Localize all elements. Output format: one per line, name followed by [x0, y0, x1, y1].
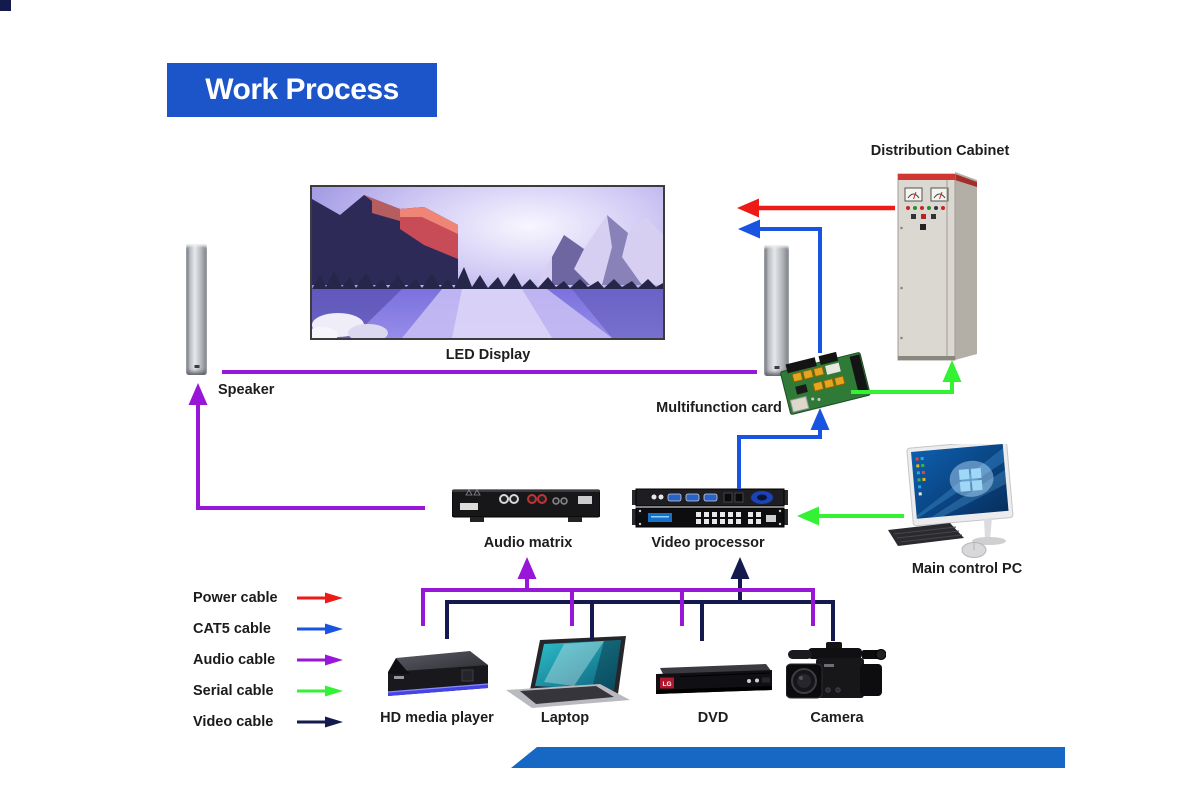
multifunction-card-label: Multifunction card — [656, 400, 782, 416]
video-processor-image — [632, 487, 788, 536]
distribution-cabinet-image — [895, 168, 980, 367]
speaker-left-image — [186, 244, 207, 375]
led-display-image — [306, 185, 665, 343]
windows-logo-icon — [958, 467, 983, 492]
legend-label-power: Power cable — [193, 589, 278, 606]
legend-label-video: Video cable — [193, 713, 274, 730]
dvd-label: DVD — [697, 710, 729, 726]
cable-legend: Power cable CAT5 cable Audio cable Seria… — [193, 582, 345, 737]
legend-item-power: Power cable — [193, 582, 345, 613]
video-cables — [445, 557, 835, 641]
camera-image — [785, 640, 887, 715]
legend-label-audio: Audio cable — [193, 651, 276, 668]
card-graphic — [780, 351, 871, 415]
legend-label-serial: Serial cable — [193, 682, 274, 699]
camera-label: Camera — [810, 710, 864, 726]
lg-logo-text: LG — [662, 681, 671, 688]
page-title: Work Process — [205, 73, 399, 106]
dvd-graphic: LG — [656, 664, 772, 694]
corner-mark — [0, 0, 11, 11]
title-banner: Work Process — [167, 63, 437, 117]
audio-cable-arrow-icon — [297, 654, 343, 665]
camera-graphic — [785, 642, 887, 699]
video-processor-label: Video processor — [651, 535, 765, 551]
audio-matrix-image — [451, 486, 601, 531]
audio-matrix-label: Audio matrix — [483, 535, 573, 551]
hd-player-graphic — [388, 651, 488, 696]
mountain-scene — [306, 187, 663, 343]
footer-accent-bar — [511, 747, 1065, 768]
speaker-label: Speaker — [218, 382, 275, 398]
legend-item-cat5: CAT5 cable — [193, 613, 345, 644]
pc-graphic — [888, 439, 1014, 558]
legend-item-audio: Audio cable — [193, 644, 345, 675]
main-control-pc-label: Main control PC — [911, 561, 1023, 577]
cabinet-graphic — [897, 172, 977, 361]
power-cables — [737, 198, 895, 218]
legend-label-cat5: CAT5 cable — [193, 620, 271, 637]
main-control-pc-image — [888, 439, 1033, 571]
dvd-player-image: LG — [652, 660, 776, 707]
led-display-label: LED Display — [445, 347, 531, 363]
video-processor-graphic — [632, 488, 788, 528]
legend-item-video: Video cable — [193, 706, 345, 737]
power-cable-arrow-icon — [297, 592, 343, 603]
laptop-image — [504, 636, 632, 713]
taskbar-icons — [915, 456, 926, 496]
laptop-graphic — [506, 636, 630, 708]
video-cable-arrow-icon — [297, 716, 343, 727]
multifunction-card-image — [779, 349, 875, 420]
audio-matrix-graphic — [451, 489, 601, 522]
hd-media-player-label: HD media player — [380, 710, 494, 726]
laptop-label: Laptop — [540, 710, 590, 726]
legend-item-serial: Serial cable — [193, 675, 345, 706]
distribution-cabinet-label: Distribution Cabinet — [870, 143, 1010, 159]
cat5-cable-arrow-icon — [297, 623, 343, 634]
hd-media-player-image — [382, 648, 492, 711]
lg-logo — [660, 677, 674, 689]
serial-cable-arrow-icon — [297, 685, 343, 696]
